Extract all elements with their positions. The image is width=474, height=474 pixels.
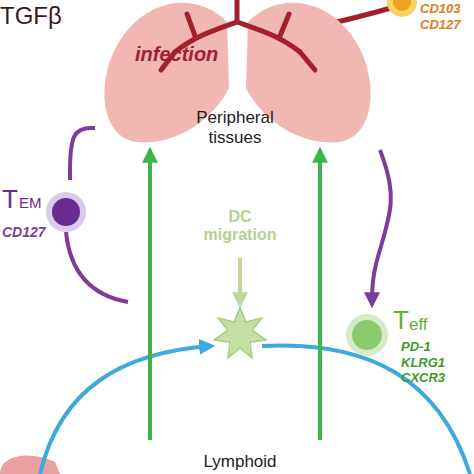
cell-halo bbox=[346, 314, 388, 356]
dendritic-cell bbox=[214, 308, 266, 358]
circulation-arc bbox=[66, 232, 128, 302]
marker-label: CD127 bbox=[2, 224, 46, 241]
tissue-heading: Peripheral tissues bbox=[180, 108, 290, 149]
cell-subscript: EM bbox=[19, 194, 42, 212]
cell-subscript: eff bbox=[409, 315, 428, 335]
circulation-arrow bbox=[372, 150, 391, 305]
lymphoid-organ bbox=[0, 456, 60, 474]
cytokine-label: TGFβ bbox=[0, 2, 90, 30]
blood-vessel bbox=[237, 22, 300, 52]
circulation-arc bbox=[40, 346, 212, 474]
blood-vessel bbox=[300, 52, 315, 70]
cell-name: T bbox=[393, 305, 409, 336]
resident-memory-cell: CD103CD127 bbox=[400, 0, 474, 36]
cell-body bbox=[352, 320, 382, 350]
cell-halo bbox=[387, 0, 417, 17]
migration-arrow bbox=[238, 258, 242, 305]
effector-cell: TeffPD-1 KLRG1 CXCR3 bbox=[335, 305, 474, 405]
blood-vessel bbox=[187, 14, 195, 36]
migration-arrow bbox=[318, 150, 322, 440]
cell-body bbox=[52, 198, 80, 226]
cell-body bbox=[393, 0, 411, 11]
marker-label: CD127 bbox=[420, 17, 460, 33]
node-outline bbox=[95, 0, 380, 150]
organ-heading: Lymphoid bbox=[150, 452, 330, 472]
blood-vessel bbox=[280, 14, 289, 36]
process-label: DC migration bbox=[200, 208, 280, 245]
marker-label: CD103 bbox=[420, 1, 460, 17]
cell-halo bbox=[46, 192, 86, 232]
migration-arrow bbox=[148, 150, 152, 440]
marker-label: PD-1 KLRG1 CXCR3 bbox=[401, 339, 453, 386]
lung-tissue: infectionPeripheral tissues bbox=[95, 0, 380, 150]
circulation-arc bbox=[70, 128, 95, 180]
lymphoid-organ-label: Lymphoid bbox=[150, 440, 330, 474]
cell-name: T bbox=[2, 184, 18, 215]
effector-memory-cell: TEM CD127 bbox=[0, 180, 92, 252]
tissue-label: infection bbox=[135, 42, 275, 66]
blood-vessel bbox=[235, 0, 240, 22]
